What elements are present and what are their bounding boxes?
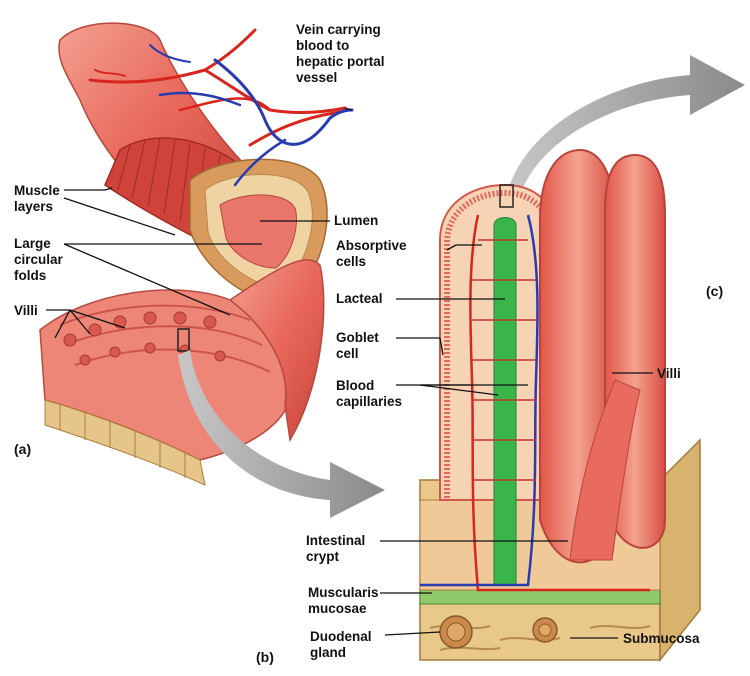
lacteal-label: Lacteal	[336, 291, 383, 307]
goblet-cell-label: Goblet cell	[336, 330, 379, 362]
intestinal-crypt-label: Intestinal crypt	[306, 533, 365, 565]
panel-c-label: (c)	[706, 283, 723, 299]
large-circular-folds-label: Large circular folds	[14, 236, 63, 284]
panel-a-label: (a)	[14, 441, 31, 457]
duodenal-gland-label: Duodenal gland	[310, 629, 372, 661]
villi-c	[540, 150, 665, 562]
villi-label-a: Villi	[14, 303, 38, 319]
muscularis-mucosae-label: Muscularis mucosae	[308, 585, 379, 617]
vein-label: Vein carrying blood to hepatic portal ve…	[296, 22, 385, 86]
lumen-label: Lumen	[334, 213, 378, 229]
panel-b-label: (b)	[256, 649, 274, 665]
villi-label-c: Villi	[657, 366, 681, 382]
muscle-layers-label: Muscle layers	[14, 183, 60, 215]
submucosa-label: Submucosa	[623, 631, 700, 647]
blood-capillaries-label: Blood capillaries	[336, 378, 402, 410]
absorptive-cells-label: Absorptive cells	[336, 238, 407, 270]
